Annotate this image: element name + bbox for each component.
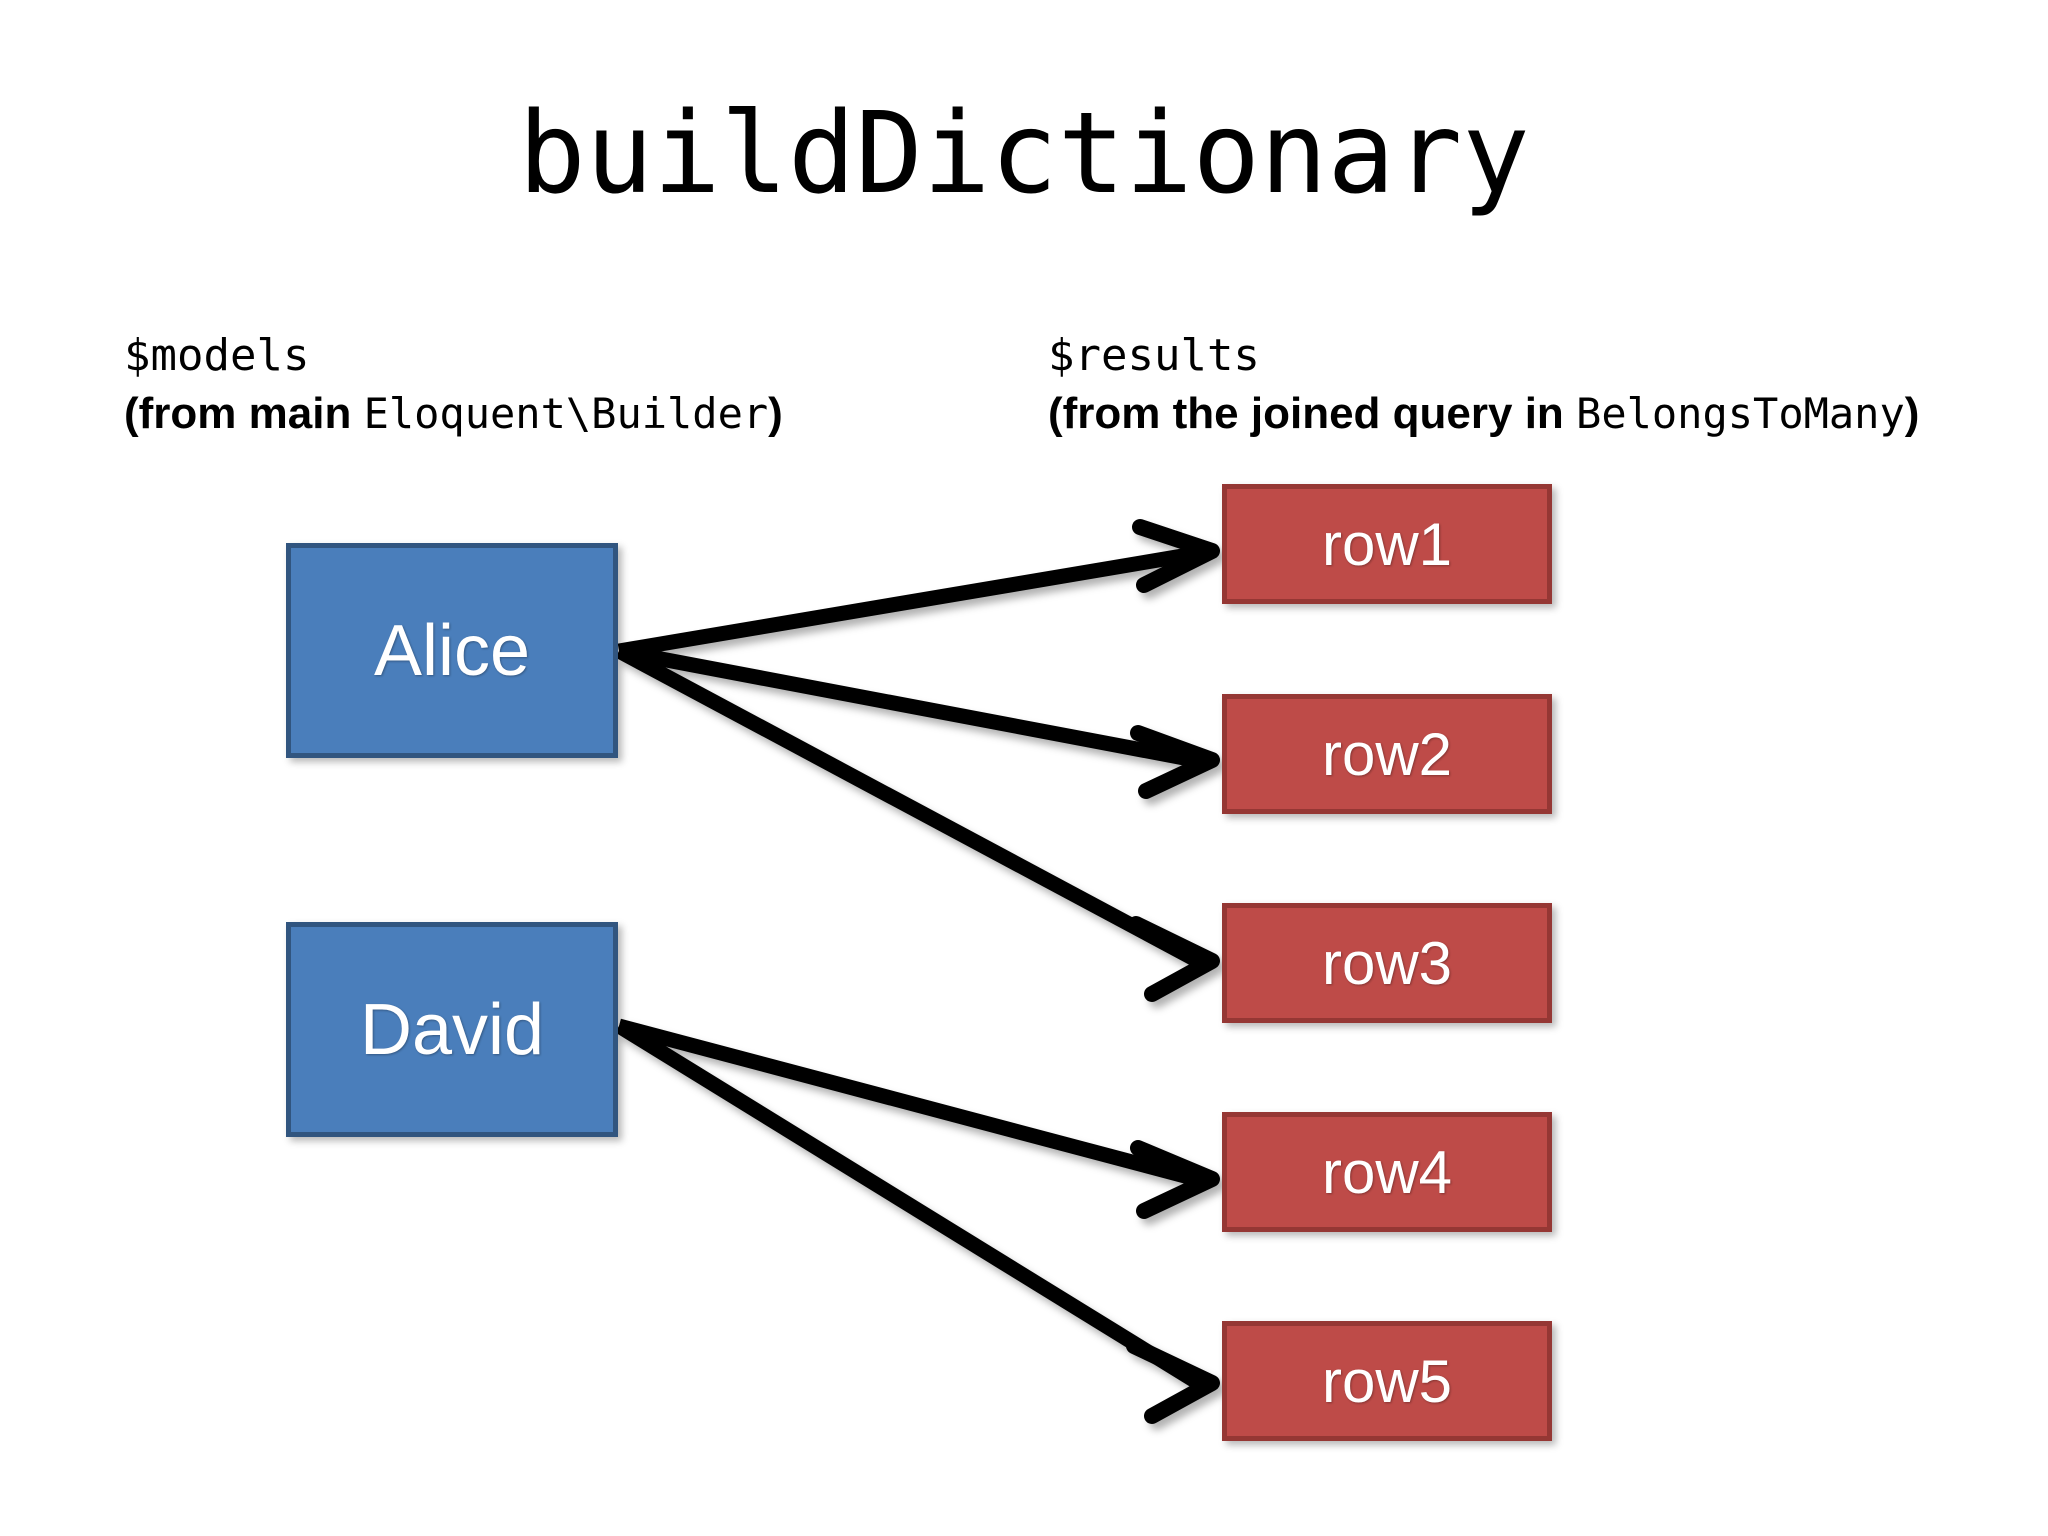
model-node-david[interactable]: David xyxy=(286,922,618,1137)
caption-results: $results (from the joined query in Belon… xyxy=(1048,330,1919,440)
caption-models-variable: $models xyxy=(124,330,310,381)
caption-results-note-prefix: (from the joined query in xyxy=(1048,388,1577,438)
model-node-david-label: David xyxy=(359,989,545,1070)
model-node-alice[interactable]: Alice xyxy=(286,543,618,758)
caption-models: $models (from main Eloquent\Builder) xyxy=(124,330,783,440)
result-node-row2[interactable]: row2 xyxy=(1222,694,1552,814)
result-node-row1-label: row1 xyxy=(1321,510,1453,578)
arrow-david-row4 xyxy=(617,1018,1220,1219)
arrow-david-row5 xyxy=(615,1019,1220,1424)
result-node-row5[interactable]: row5 xyxy=(1222,1321,1552,1441)
result-node-row3[interactable]: row3 xyxy=(1222,903,1552,1023)
caption-results-variable: $results xyxy=(1048,330,1260,381)
caption-models-note-code: Eloquent\Builder xyxy=(363,388,769,438)
caption-models-note: (from main Eloquent\Builder) xyxy=(124,388,783,440)
arrow-alice-row1 xyxy=(617,519,1220,659)
result-node-row1[interactable]: row1 xyxy=(1222,484,1552,604)
result-node-row2-label: row2 xyxy=(1321,720,1453,788)
result-node-row3-label: row3 xyxy=(1321,929,1453,997)
arrow-alice-row3 xyxy=(615,644,1220,1002)
caption-results-note-suffix: ) xyxy=(1904,388,1920,438)
caption-models-note-suffix: ) xyxy=(768,388,783,438)
model-node-alice-label: Alice xyxy=(373,610,531,691)
caption-results-note-code: BelongsToMany xyxy=(1576,388,1905,438)
result-node-row4[interactable]: row4 xyxy=(1222,1112,1552,1232)
caption-models-note-prefix: (from main xyxy=(124,388,364,438)
result-node-row5-label: row5 xyxy=(1321,1347,1453,1415)
arrow-alice-row2 xyxy=(617,643,1220,799)
page-title: buildDictionary xyxy=(518,89,1530,219)
caption-results-note: (from the joined query in BelongsToMany) xyxy=(1048,388,1919,440)
result-node-row4-label: row4 xyxy=(1321,1138,1453,1206)
